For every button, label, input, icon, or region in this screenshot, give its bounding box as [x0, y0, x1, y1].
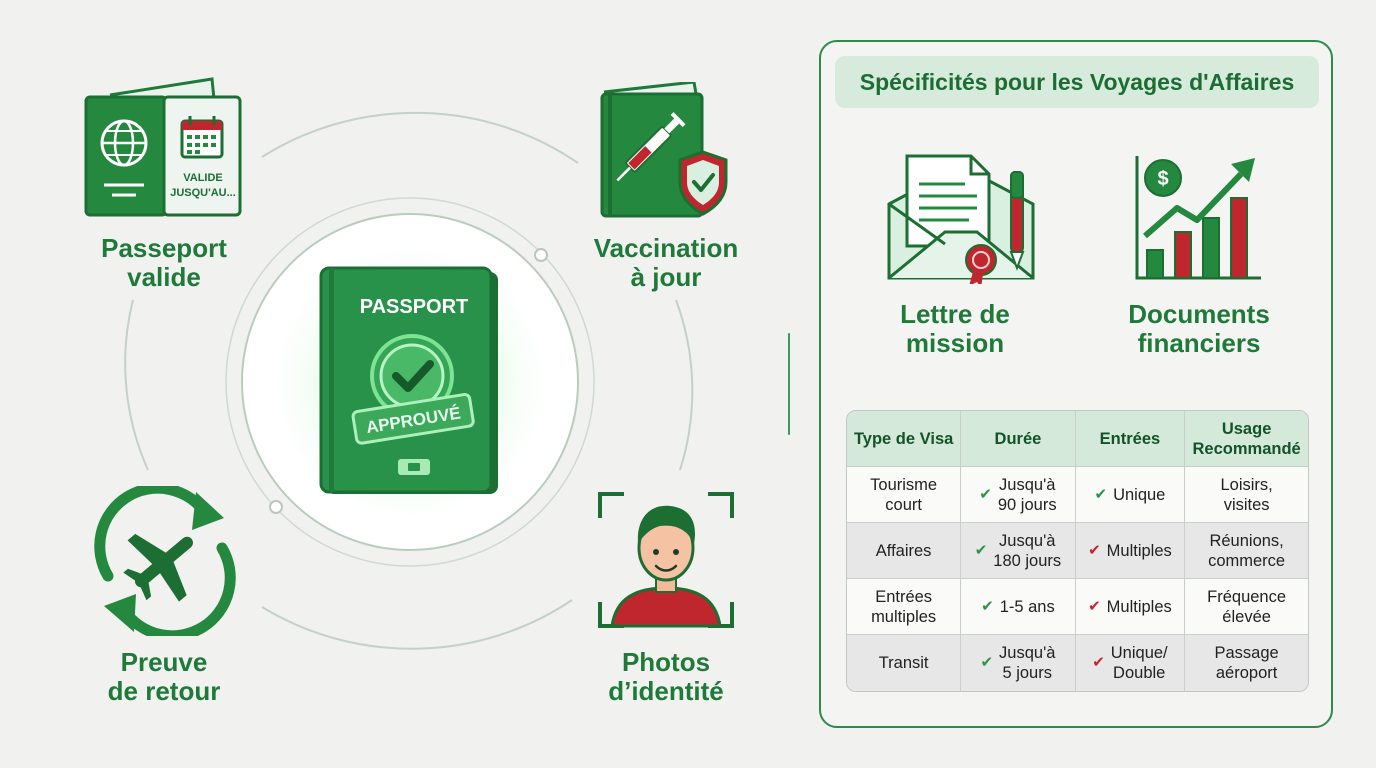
green-check-icon: ✔ — [981, 598, 994, 615]
cell-entries: ✔Unique — [1075, 467, 1186, 523]
feature-passport-label: Passeport valide — [101, 233, 227, 292]
header-visa-type: Type de Visa — [847, 411, 962, 467]
open-passport-icon: VALIDE JUSQU'AU... — [84, 77, 242, 217]
outer-arc-left — [124, 299, 149, 471]
return-flight-cycle-icon — [94, 486, 236, 636]
visa-types-table: Type de Visa Durée Entrées Usage Recomma… — [846, 410, 1309, 692]
business-travel-panel: Spécificités pour les Voyages d'Affaires… — [819, 40, 1333, 728]
cell-visa-type: Transit — [847, 635, 962, 691]
passport-title: PASSPORT — [360, 296, 469, 318]
green-check-icon: ✔ — [980, 654, 994, 671]
cell-visa-type: Affaires — [847, 523, 962, 579]
orbit-dot — [534, 248, 548, 262]
mission-letter-icon — [887, 154, 1035, 284]
feature-return-label: Preuve de retour — [107, 647, 221, 706]
green-check-icon: ✔ — [979, 485, 992, 503]
header-usage: Usage Recommandé — [1185, 411, 1308, 467]
valid-until-line-2: JUSQU'AU... — [170, 187, 236, 199]
header-duration: Durée — [961, 411, 1076, 467]
business-item-mission: Lettre de mission — [900, 299, 1010, 358]
red-check-icon: ✔ — [1092, 654, 1105, 671]
outer-arc-top — [261, 111, 579, 164]
outer-arc-right — [675, 299, 694, 471]
svg-text:$: $ — [1157, 168, 1168, 190]
table-header-row: Type de Visa Durée Entrées Usage Recomma… — [847, 411, 1308, 467]
financial-chart-icon: $ — [1135, 156, 1261, 280]
cell-entries: ✔Multiples — [1075, 523, 1186, 579]
green-check-icon: ✔ — [974, 541, 988, 559]
vaccination-booklet-icon — [600, 82, 728, 218]
header-entries: Entrées — [1075, 411, 1186, 467]
identity-photo-icon — [598, 492, 734, 628]
cell-duration: ✔1-5 ans — [961, 579, 1076, 635]
cell-usage: Loisirs,visites — [1185, 467, 1308, 523]
approved-passport-icon: PASSPORT APPROUVÉ — [319, 266, 498, 494]
cell-entries: ✔Unique/Double — [1075, 635, 1186, 691]
orbit-dot — [269, 500, 283, 514]
red-check-icon: ✔ — [1088, 598, 1101, 615]
section-divider — [788, 333, 790, 435]
valid-until-line-1: VALIDE — [183, 172, 223, 184]
inner-ring — [241, 213, 579, 551]
panel-title: Spécificités pour les Voyages d'Affaires — [835, 56, 1319, 108]
red-check-icon: ✔ — [1088, 542, 1101, 559]
feature-photos-label: Photos d’identité — [608, 647, 724, 706]
cell-entries: ✔Multiples — [1075, 579, 1186, 635]
outer-arc-bottom — [261, 599, 573, 650]
business-item-financial: Documents financiers — [1128, 299, 1270, 358]
cell-usage: Réunions,commerce — [1185, 523, 1308, 579]
green-check-icon: ✔ — [1094, 486, 1108, 503]
feature-vaccination-label: Vaccination à jour — [593, 233, 739, 292]
